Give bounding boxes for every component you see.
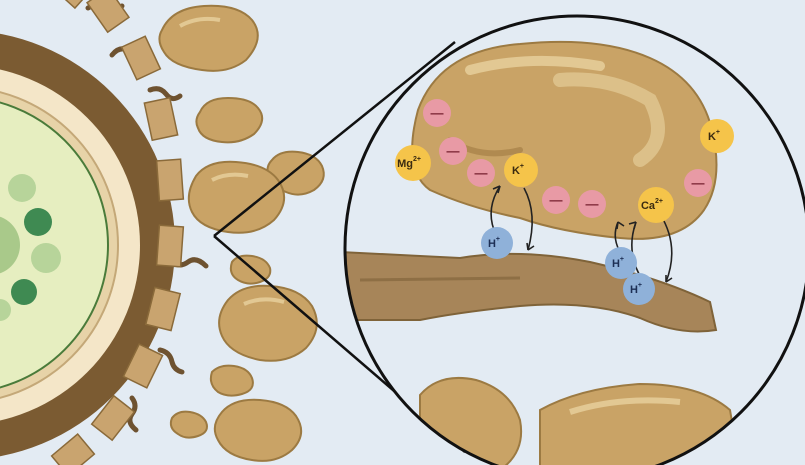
svg-text:—: — (475, 166, 488, 181)
soil-particle (215, 400, 301, 461)
ion-h: H+ (623, 273, 655, 305)
ion-h: H+ (605, 247, 637, 279)
negative-charge: — (542, 186, 570, 214)
svg-text:—: — (692, 176, 705, 191)
ion-mg: Mg2+ (395, 145, 431, 181)
ion-k-free: K+ (700, 119, 734, 153)
negative-charge: — (423, 99, 451, 127)
soil-particle (196, 98, 262, 142)
soil-particle (219, 286, 317, 361)
ion-k: K+ (504, 153, 538, 187)
soil-particle (171, 412, 207, 438)
svg-text:—: — (586, 197, 599, 212)
svg-text:—: — (550, 193, 563, 208)
soil-particle (189, 162, 284, 233)
negative-charge: — (439, 137, 467, 165)
soil-particle (159, 6, 257, 71)
negative-charge: — (578, 190, 606, 218)
negative-charge: — (684, 169, 712, 197)
ion-ca: Ca2+ (638, 187, 674, 223)
negative-charge: — (467, 159, 495, 187)
svg-text:—: — (447, 144, 460, 159)
ion-h: H+ (481, 227, 513, 259)
svg-text:—: — (431, 106, 444, 121)
soil-particle (211, 366, 253, 396)
